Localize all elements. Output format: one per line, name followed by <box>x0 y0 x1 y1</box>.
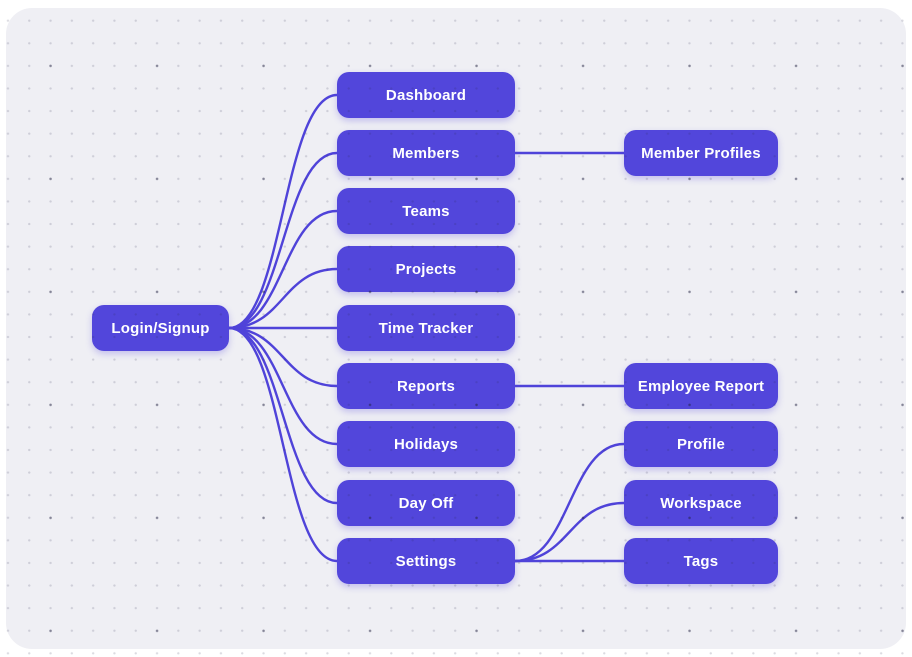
node-holidays[interactable]: Holidays <box>337 421 515 467</box>
node-workspace[interactable]: Workspace <box>624 480 778 526</box>
node-login[interactable]: Login/Signup <box>92 305 229 351</box>
node-projects[interactable]: Projects <box>337 246 515 292</box>
node-members[interactable]: Members <box>337 130 515 176</box>
node-dashboard[interactable]: Dashboard <box>337 72 515 118</box>
node-tags[interactable]: Tags <box>624 538 778 584</box>
node-settings[interactable]: Settings <box>337 538 515 584</box>
node-employee-report[interactable]: Employee Report <box>624 363 778 409</box>
node-time-tracker[interactable]: Time Tracker <box>337 305 515 351</box>
node-member-profiles[interactable]: Member Profiles <box>624 130 778 176</box>
node-profile[interactable]: Profile <box>624 421 778 467</box>
node-teams[interactable]: Teams <box>337 188 515 234</box>
node-day-off[interactable]: Day Off <box>337 480 515 526</box>
node-reports[interactable]: Reports <box>337 363 515 409</box>
